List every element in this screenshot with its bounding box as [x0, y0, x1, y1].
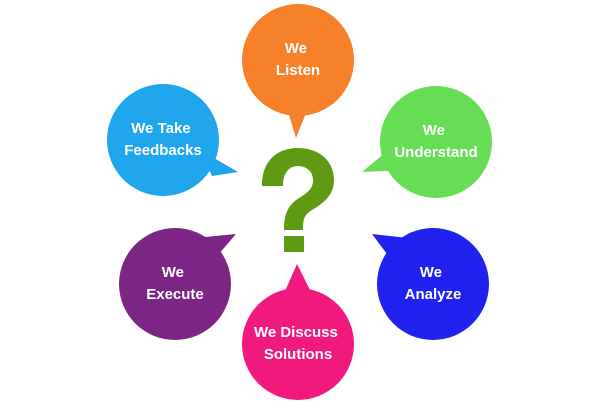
bubble-analyze-line-2: Analyze	[405, 286, 462, 303]
bubble-discuss-line-2: Solutions	[264, 346, 332, 363]
bubble-discuss-circle	[242, 288, 354, 400]
question-mark-dot	[284, 236, 304, 252]
bubble-understand-line-2: Understand	[394, 144, 477, 161]
bubble-execute-circle	[119, 228, 231, 340]
bubble-listen: We Listen	[242, 4, 354, 138]
bubble-execute-line-1: We	[162, 264, 184, 281]
bubble-understand-circle	[380, 86, 492, 198]
svg-text:We Execute: We Execute	[146, 264, 204, 303]
bubble-listen-circle	[242, 4, 354, 116]
svg-text:We Discuss Solutions: We Discuss Solutions	[254, 324, 342, 363]
bubble-understand-line-1: We	[423, 122, 445, 139]
bubble-execute-line-2: Execute	[146, 286, 204, 303]
bubble-analyze-circle	[377, 228, 489, 340]
bubble-understand: We Understand	[362, 86, 492, 198]
bubble-execute: We Execute	[119, 228, 236, 340]
question-mark-icon	[262, 148, 334, 252]
svg-text:We Listen: We Listen	[276, 40, 320, 79]
bubble-feedback-circle	[107, 84, 219, 196]
bubble-discuss: We Discuss Solutions	[242, 264, 354, 400]
bubble-feedback-line-1: We Take	[131, 120, 190, 137]
bubble-analyze-line-1: We	[420, 264, 442, 281]
svg-text:We Take Feedbacks: We Take Feedbacks	[124, 120, 202, 159]
bubble-discuss-line-1: We Discuss	[254, 324, 338, 341]
svg-text:We Analyze: We Analyze	[405, 264, 462, 303]
bubble-listen-line-2: Listen	[276, 62, 320, 79]
bubble-feedback: We Take Feedbacks	[107, 84, 238, 196]
bubble-analyze: We Analyze	[372, 228, 489, 340]
bubble-feedback-line-2: Feedbacks	[124, 142, 202, 159]
question-mark-hook	[262, 148, 334, 230]
svg-text:We Understand: We Understand	[394, 122, 477, 161]
bubble-listen-line-1: We	[285, 40, 307, 57]
